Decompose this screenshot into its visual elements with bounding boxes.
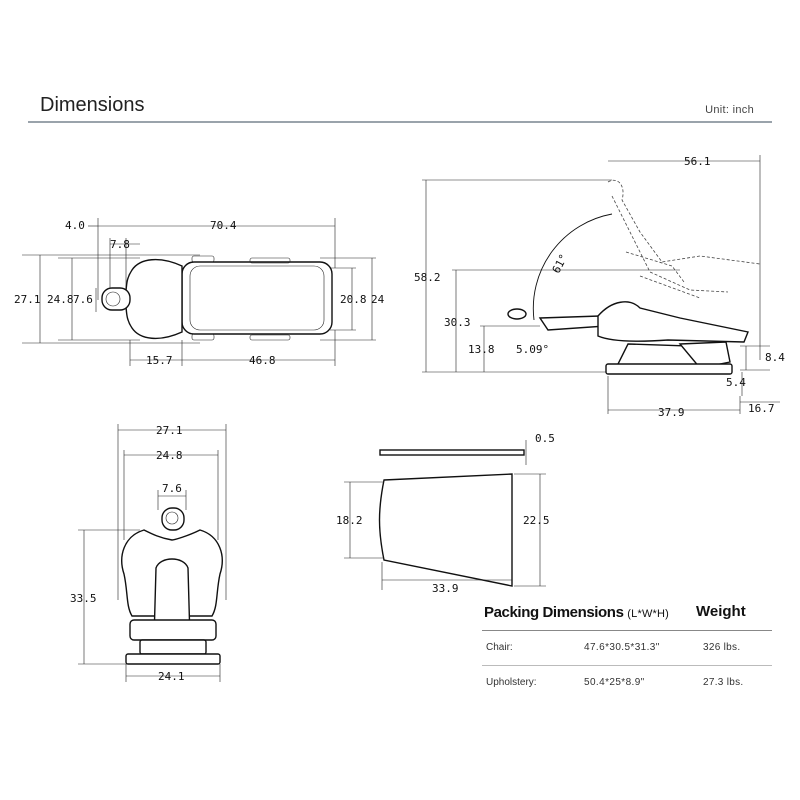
front-headrest (161, 507, 185, 531)
dim-width-inner: 24.8 (47, 293, 74, 306)
row-dims: 47.6*30.5*31.3" (584, 642, 660, 653)
dim-base-overhang: 16.7 (748, 402, 775, 415)
dim-headrest-w: 7.8 (110, 238, 130, 251)
chair-body-side (597, 301, 749, 343)
seat-side (538, 315, 608, 331)
dim-front-width-inner: 24.8 (156, 449, 183, 462)
row-weight: 27.3 lbs. (703, 677, 744, 688)
dim-recline-angle: 61° (550, 252, 571, 276)
dim-overall-length: 70.4 (210, 219, 237, 232)
front-seat (129, 619, 217, 641)
weight-heading: Weight (696, 603, 746, 620)
dim-arm-height: 30.3 (444, 316, 471, 329)
dim-thickness: 0.5 (535, 432, 555, 445)
dim-wide-w: 22.5 (523, 514, 550, 527)
dim-total-height: 58.2 (414, 271, 441, 284)
seat-outline (181, 261, 333, 335)
packing-dimensions-label: Packing Dimensions (484, 604, 624, 621)
upholstery-edge (379, 449, 525, 456)
packing-header-rule (482, 630, 772, 631)
packing-table-header: Packing Dimensions (L*W*H) Weight (482, 600, 772, 628)
dim-tilt-angle: 5.09° (516, 343, 549, 356)
dim-upholstery-length: 33.9 (432, 582, 459, 595)
dim-head-section: 15.7 (146, 354, 173, 367)
headrest-side (507, 308, 527, 320)
dim-seat-w: 20.8 (340, 293, 367, 306)
front-base-plate (125, 653, 221, 665)
dim-seat-length: 46.8 (249, 354, 276, 367)
base-plate-side (605, 363, 733, 375)
header-divider (28, 121, 772, 123)
packing-table: Packing Dimensions (L*W*H) Weight Chair:… (482, 600, 772, 700)
packing-dimensions-unit: (L*W*H) (627, 608, 670, 620)
dim-headrest-offset: 4.0 (65, 219, 85, 232)
dim-width-total: 27.1 (14, 293, 41, 306)
packing-dimensions-heading: Packing Dimensions (L*W*H) (484, 604, 669, 621)
side-view: 56.1 58.2 30.3 13.8 5.09° 61° 8.4 5.4 37… (414, 155, 785, 419)
row-dims: 50.4*25*8.9" (584, 677, 645, 688)
dim-base-length: 37.9 (658, 406, 685, 419)
dim-front-base: 24.1 (158, 670, 185, 683)
dim-headrest-pad: 7.6 (73, 293, 93, 306)
dim-narrow-w: 18.2 (336, 514, 363, 527)
row-divider (482, 665, 772, 666)
row-weight: 326 lbs. (703, 642, 741, 653)
dim-total-length: 56.1 (684, 155, 711, 168)
dim-base-gap: 5.4 (726, 376, 746, 389)
row-item: Chair: (486, 642, 513, 653)
dim-seat-w-outer: 24 (371, 293, 385, 306)
dim-front-height: 33.5 (70, 592, 97, 605)
dim-front-headrest: 7.6 (162, 482, 182, 495)
dim-base-height: 8.4 (765, 351, 785, 364)
dim-front-width-total: 27.1 (156, 424, 183, 437)
upholstery-view: 0.5 18.2 22.5 33.9 (336, 432, 555, 595)
page-title: Dimensions (40, 94, 145, 116)
backrest-outline (123, 259, 183, 339)
table-row: Chair: 47.6*30.5*31.3" 326 lbs. (482, 631, 772, 665)
front-view: 27.1 24.8 7.6 33.5 24.1 (70, 424, 227, 683)
reclined-outline (607, 179, 761, 293)
upholstery-outline (378, 473, 513, 587)
top-view: 4.0 70.4 7.8 27.1 24.8 7.6 20.8 24 15.7 … (14, 218, 385, 367)
row-item: Upholstery: (486, 677, 537, 688)
unit-label: Unit: inch (705, 104, 754, 116)
dim-seat-height: 13.8 (468, 343, 495, 356)
table-row: Upholstery: 50.4*25*8.9" 27.3 lbs. (482, 666, 772, 700)
recline-arc (532, 213, 613, 321)
